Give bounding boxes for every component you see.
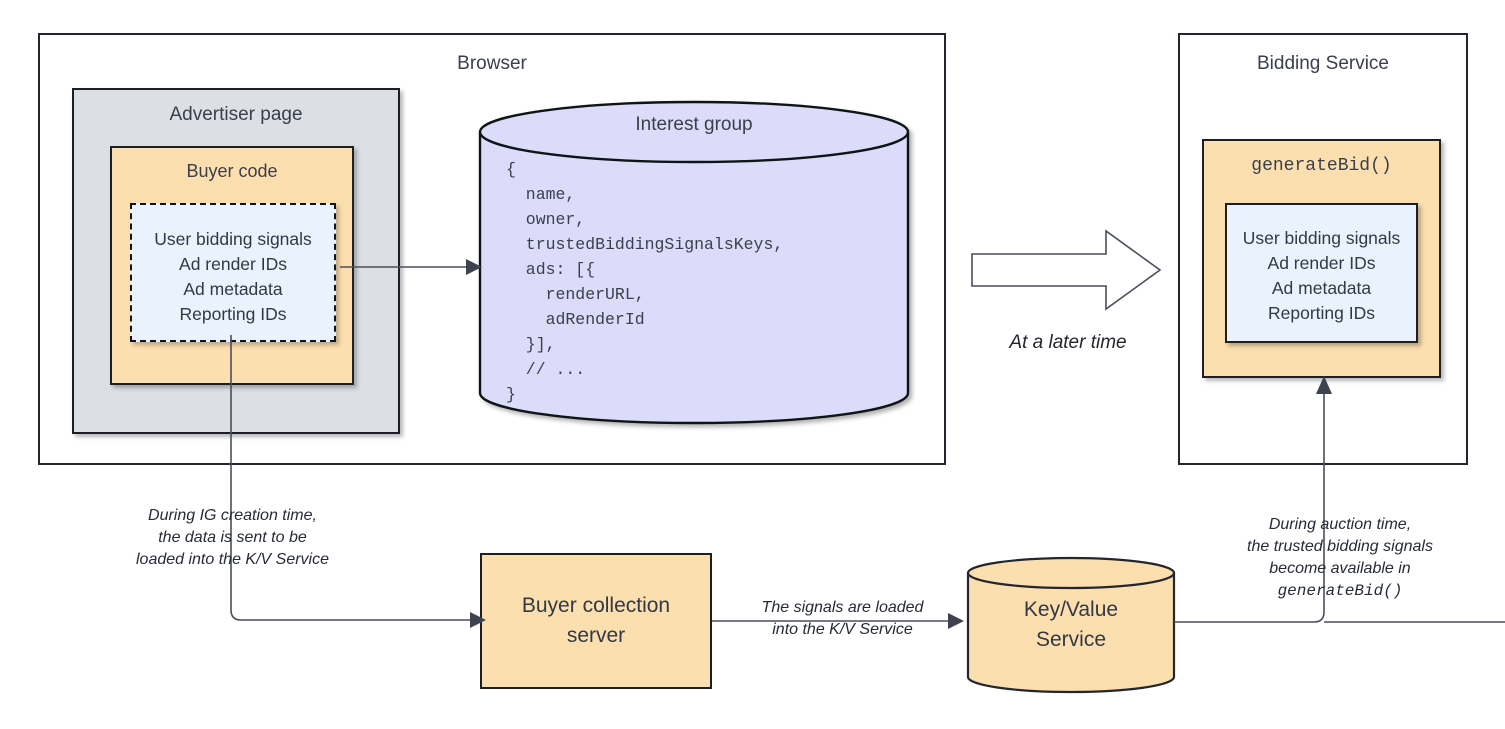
- note-ig-creation-time: During IG creation time, the data is sen…: [135, 507, 329, 568]
- buyer-collection-server-box: Buyer collection server: [480, 553, 712, 689]
- buyer-signals-list: User bidding signals Ad render IDs Ad me…: [154, 229, 312, 324]
- connector-collection-server-to-kv: [712, 613, 964, 629]
- buyer-collection-server-label: Buyer collection server: [521, 594, 671, 647]
- interest-group-code: { name, owner, trustedBiddingSignalsKeys…: [506, 160, 784, 404]
- later-time-arrow-icon: [971, 229, 1162, 311]
- key-value-service-cylinder: Key/Value Service: [966, 556, 1176, 694]
- note-signals-loaded: The signals are loaded into the K/V Serv…: [761, 599, 924, 638]
- connector-kv-to-generate-bid: [1174, 376, 1505, 623]
- advertiser-page-title: Advertiser page: [169, 104, 303, 125]
- later-time-label: At a later time: [1009, 332, 1127, 353]
- note-auction-time: During auction time, the trusted bidding…: [1220, 492, 1460, 624]
- browser-frame-title: Browser: [457, 53, 527, 74]
- bidding-service-frame-title: Bidding Service: [1256, 53, 1390, 74]
- connector-signals-to-interest-group: [340, 259, 482, 275]
- note-auction-time-text: During auction time, the trusted bidding…: [1247, 516, 1433, 577]
- interest-group-title: Interest group: [635, 114, 753, 135]
- bidding-signals-box: User bidding signals Ad render IDs Ad me…: [1225, 203, 1418, 343]
- key-value-service-label: Key/Value Service: [1023, 598, 1119, 651]
- interest-group-cylinder: Interest group { name, owner, trustedBid…: [478, 100, 910, 425]
- note-auction-time-code: generateBid(): [1277, 582, 1403, 600]
- buyer-code-title: Buyer code: [186, 161, 278, 181]
- bidding-signals-list: User bidding signals Ad render IDs Ad me…: [1242, 228, 1401, 323]
- connector-signals-to-collection-server: [230, 335, 486, 628]
- generate-bid-title: generateBid(): [1251, 156, 1392, 176]
- buyer-signals-box: User bidding signals Ad render IDs Ad me…: [130, 203, 336, 342]
